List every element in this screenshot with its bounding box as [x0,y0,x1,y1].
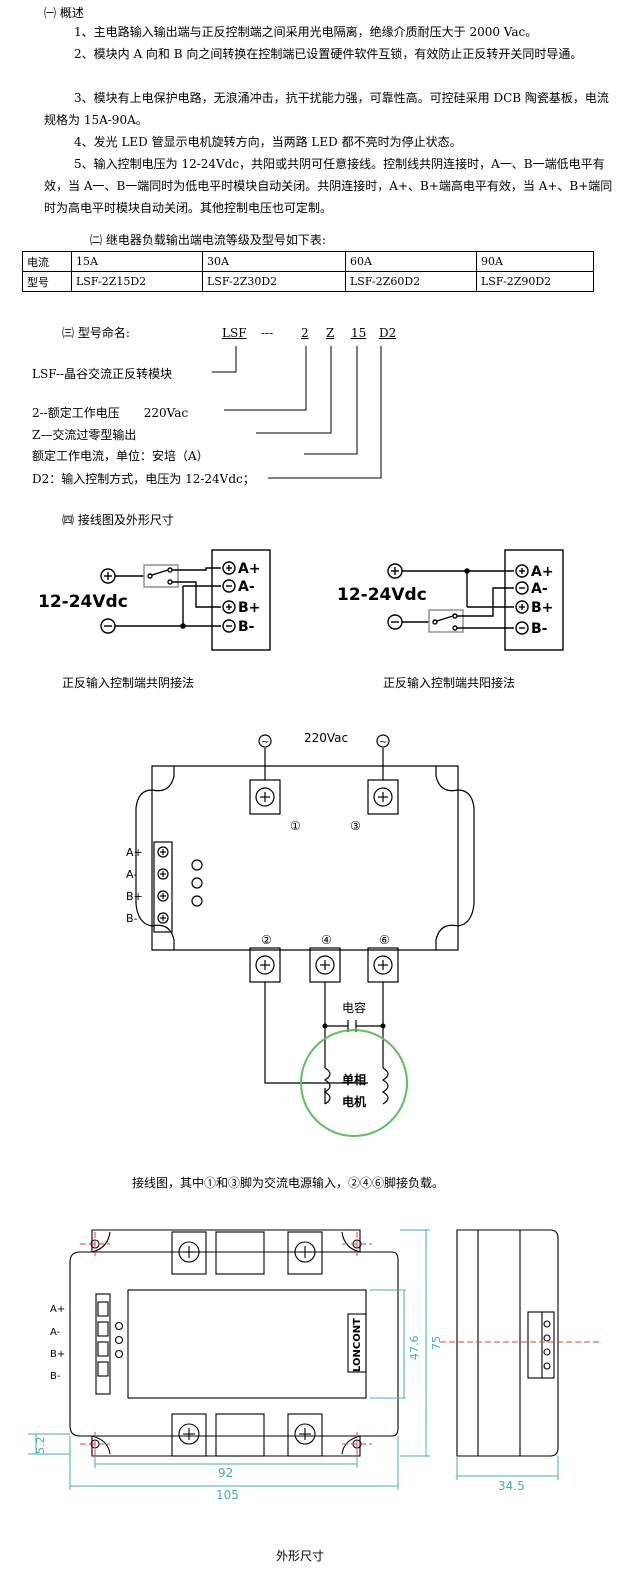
terminal-label: A- [531,581,548,597]
voltage-label: 12-24Vdc [337,585,427,605]
table-cell: LSF-2Z90D2 [476,271,594,292]
table-cell: 60A [345,251,477,272]
dim-92: 92 [218,1466,233,1480]
spec-table: 电流 15A 30A 60A 90A 型号 LSF-2Z15D2 LSF-2Z3… [22,251,594,292]
terminal-label: B+ [238,600,260,616]
ctrl-label: B- [126,912,138,925]
section2-heading: ㈡ 继电器负载输出端电流等级及型号如下表: [90,233,326,247]
table-row: 型号 LSF-2Z15D2 LSF-2Z30D2 LSF-2Z60D2 LSF-… [22,271,594,292]
caption-common-anode: 正反输入控制端共阳接法 [383,676,516,690]
dim-hole: 5.2 [34,1437,47,1455]
naming-line-3: Z—交流过零型输出 [32,428,137,442]
pin-label: ② [261,933,272,947]
ac-tilde-icon: ~ [379,737,387,748]
para-2: 2、模块内 A 向和 B 向之间转换在控制端已设置硬件软件互锁，有效防止正反转开… [74,47,583,61]
para-1: 1、主电路输入输出端与正反控制端之间采用光电隔离，绝缘介质耐压大于 2000 V… [74,25,538,39]
wiring-common-cathode: 12-24Vdc A+ A- B+ B- [40,549,271,651]
pin-label: ③ [350,819,361,833]
table-cell: 30A [202,251,346,272]
table-cell: 型号 [22,271,72,292]
terminal-label: A- [238,579,255,595]
code-part-output: Z [326,326,335,340]
voltage-label: 12-24Vdc [40,592,128,612]
dim-ctrl-label: A+ [50,1304,65,1315]
pin-label: ① [290,819,301,833]
naming-line-5: D2：输入控制方式，电压为 12-24Vdc； [32,472,255,486]
motor-label: 电机 [342,1094,366,1109]
dim-ctrl-label: B+ [50,1349,65,1360]
dim-34: 34.5 [498,1479,525,1493]
caption-common-cathode: 正反输入控制端共阴接法 [62,676,195,690]
table-cell: 电流 [22,251,72,272]
wiring-common-anode: 12-24Vdc A+ A- B+ B- [337,549,564,651]
para-4: 4、发光 LED 管显示电机旋转方向，当两路 LED 都不亮时为停止状态。 [74,135,462,149]
code-part-control: D2 [379,326,397,340]
dim-75: 75 [430,1336,443,1350]
dim-47: 47.6 [408,1336,421,1361]
code-part-current: 15 [351,326,367,340]
dim-ctrl-label: A- [50,1327,61,1338]
section4-heading: ㈣ 接线图及外形尺寸 [62,513,174,527]
naming-leader-lines [212,346,382,479]
table-row: 电流 15A 30A 60A 90A [22,251,594,272]
capacitor-label: 电容 [342,1000,366,1015]
ctrl-label: B+ [126,890,143,903]
table-cell: 15A [71,251,203,272]
table-cell: LSF-2Z30D2 [202,271,346,292]
table-cell: LSF-2Z15D2 [71,271,203,292]
dimension-drawing: LONCONT A+ A- B+ B- 5.2 47.6 75 92 105 3… [28,1229,600,1502]
terminal-label: A+ [531,564,554,580]
pin-label: ④ [321,933,332,947]
module-wiring-diagram: ~ ~ 220Vac ① ③ ② ④ ⑥ A+ A- B+ B- 电容 单相 电… [126,731,475,1137]
terminal-label: B- [238,619,255,635]
terminal-label: A+ [238,561,261,577]
naming-line-1: LSF--晶谷交流正反转模块 [32,367,173,381]
table-cell: 90A [476,251,594,272]
terminal-label: B- [531,621,548,637]
module-caption: 接线图，其中①和③脚为交流电源输入，②④⑥脚接负载。 [132,1176,445,1190]
ctrl-label: A+ [126,846,143,859]
brand-logo: LONCONT [352,1318,363,1372]
section3-heading: ㈢ 型号命名: [62,326,130,340]
dimension-caption: 外形尺寸 [276,1549,325,1563]
naming-line-4: 额定工作电流，单位：安培（A） [32,449,209,463]
section1-heading: ㈠ 概述 [44,6,84,20]
pin-label: ⑥ [379,933,390,947]
motor-label: 单相 [342,1072,366,1087]
supply-voltage: 220Vac [304,731,348,745]
ac-tilde-icon: ~ [261,737,269,748]
dim-105: 105 [216,1488,239,1502]
dim-ctrl-label: B- [50,1371,61,1382]
terminal-label: B+ [531,600,553,616]
naming-line-2: 2--额定工作电压 220Vac [32,406,189,420]
code-part-lsf: LSF [222,326,247,340]
para-5: 5、输入控制电压为 12-24Vdc，共阳或共阴可任意接线。控制线共阴连接时，A… [44,157,613,215]
ctrl-label: A- [126,868,137,881]
code-dash: --- [261,326,274,340]
code-part-voltage: 2 [301,326,309,340]
para-3: 3、模块有上电保护电路，无浪涌冲击，抗干扰能力强，可靠性高。可控硅采用 DCB … [44,91,609,127]
table-cell: LSF-2Z60D2 [345,271,477,292]
